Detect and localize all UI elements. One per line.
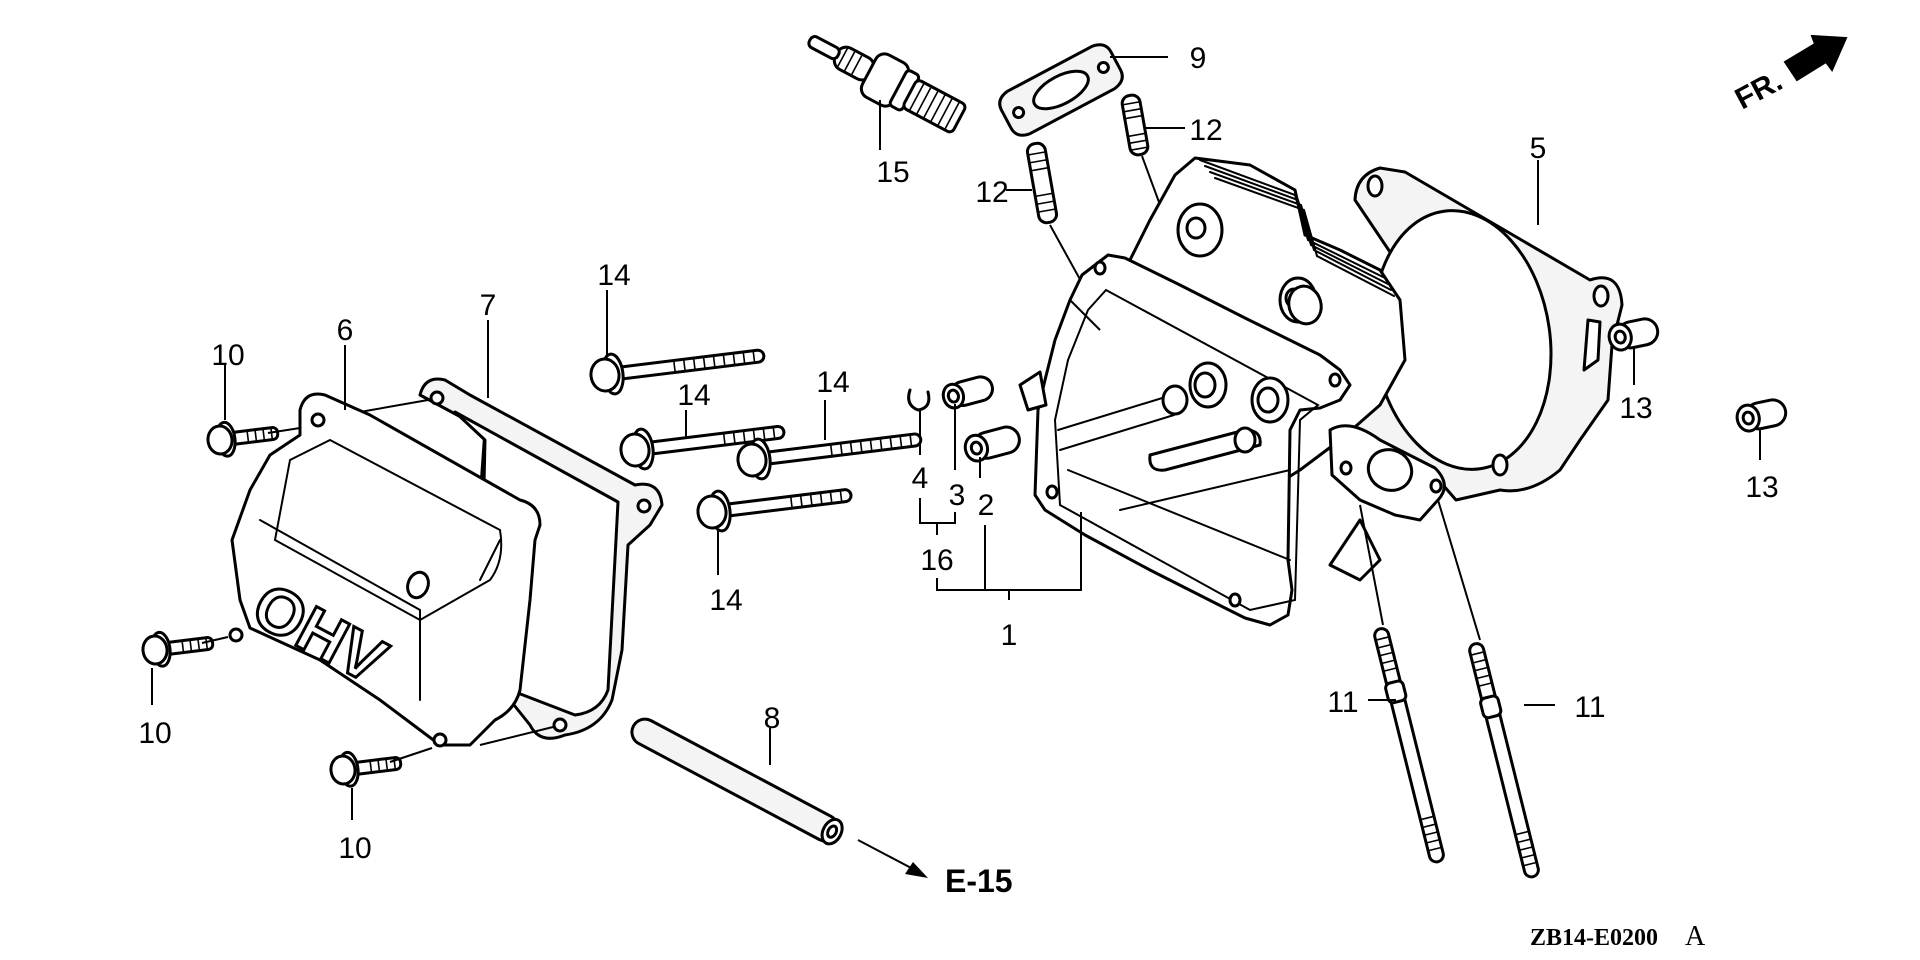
fr-label: FR. — [1730, 64, 1788, 116]
callout-3: 3 — [949, 479, 966, 512]
callout-1: 1 — [1001, 619, 1018, 652]
callout-12-lower: 12 — [975, 176, 1008, 209]
drawing-revision-label: A — [1685, 921, 1706, 952]
callout-11-a: 11 — [1327, 686, 1358, 719]
flange-bolt-14-d: 14 — [696, 488, 853, 617]
callout-8: 8 — [764, 702, 781, 735]
drawing-code-label: ZB14-E0200 — [1530, 925, 1658, 951]
callout-5: 5 — [1530, 132, 1547, 165]
cross-reference-label: E-15 — [945, 863, 1013, 899]
callout-14-b: 14 — [677, 379, 710, 412]
callout-14-a: 14 — [597, 259, 630, 292]
flange-bolt-14-c: 14 — [736, 366, 923, 481]
flange-bolt-14-b: 14 — [619, 379, 786, 471]
insulator-gasket: 9 — [998, 42, 1207, 137]
flange-bolt-10-c: 10 — [329, 747, 433, 865]
callout-13-b: 13 — [1745, 471, 1778, 504]
assembly-brackets: 16 1 — [919, 498, 1082, 652]
callout-15: 15 — [876, 156, 909, 189]
dowel-pin-13-b: 13 — [1735, 398, 1788, 504]
front-arrow-icon — [1783, 34, 1848, 82]
flange-bolt-14-a: 14 — [589, 259, 766, 396]
callout-14-c: 14 — [816, 366, 849, 399]
flange-bolt-10-b: 10 — [138, 630, 229, 750]
callout-10-b: 10 — [138, 717, 171, 750]
callout-7: 7 — [480, 289, 497, 322]
callout-10-a: 10 — [211, 339, 244, 372]
cylinder-head-gasket: 5 — [1338, 132, 1624, 502]
callout-11-b: 11 — [1574, 691, 1605, 724]
valve-guide-upper: 3 — [941, 375, 994, 512]
callout-4: 4 — [912, 462, 929, 495]
spark-plug: 15 — [807, 35, 967, 189]
callout-13-a: 13 — [1619, 392, 1652, 425]
callout-16: 16 — [920, 544, 953, 577]
dowel-pin-13-a: 13 — [1607, 317, 1660, 425]
callout-12-upper: 12 — [1189, 114, 1222, 147]
stud-bolt-upper: 12 — [1120, 93, 1223, 233]
callout-10-c: 10 — [338, 832, 371, 865]
cylinder-head — [1018, 156, 1446, 627]
reference-arrow-icon — [905, 862, 928, 878]
stud-bolt-11-b: 11 — [1437, 499, 1606, 879]
stud-bolt-11-a: 11 — [1327, 504, 1445, 864]
callout-9: 9 — [1190, 42, 1207, 75]
valve-guide-lower: 2 — [963, 425, 1021, 522]
callout-6: 6 — [337, 314, 354, 347]
stud-bolt-lower: 12 — [975, 141, 1083, 284]
head-cover: OHV 6 — [228, 314, 542, 748]
drawing-code: ZB14-E0200 A — [1530, 921, 1706, 952]
callout-14-d: 14 — [709, 584, 742, 617]
callout-2: 2 — [978, 489, 995, 522]
front-direction-indicator: FR. — [1730, 34, 1848, 116]
valve-clip: 4 — [907, 388, 931, 495]
breather-tube: 8 E-15 — [630, 702, 1013, 899]
flange-bolt-10-a: 10 — [206, 339, 301, 458]
